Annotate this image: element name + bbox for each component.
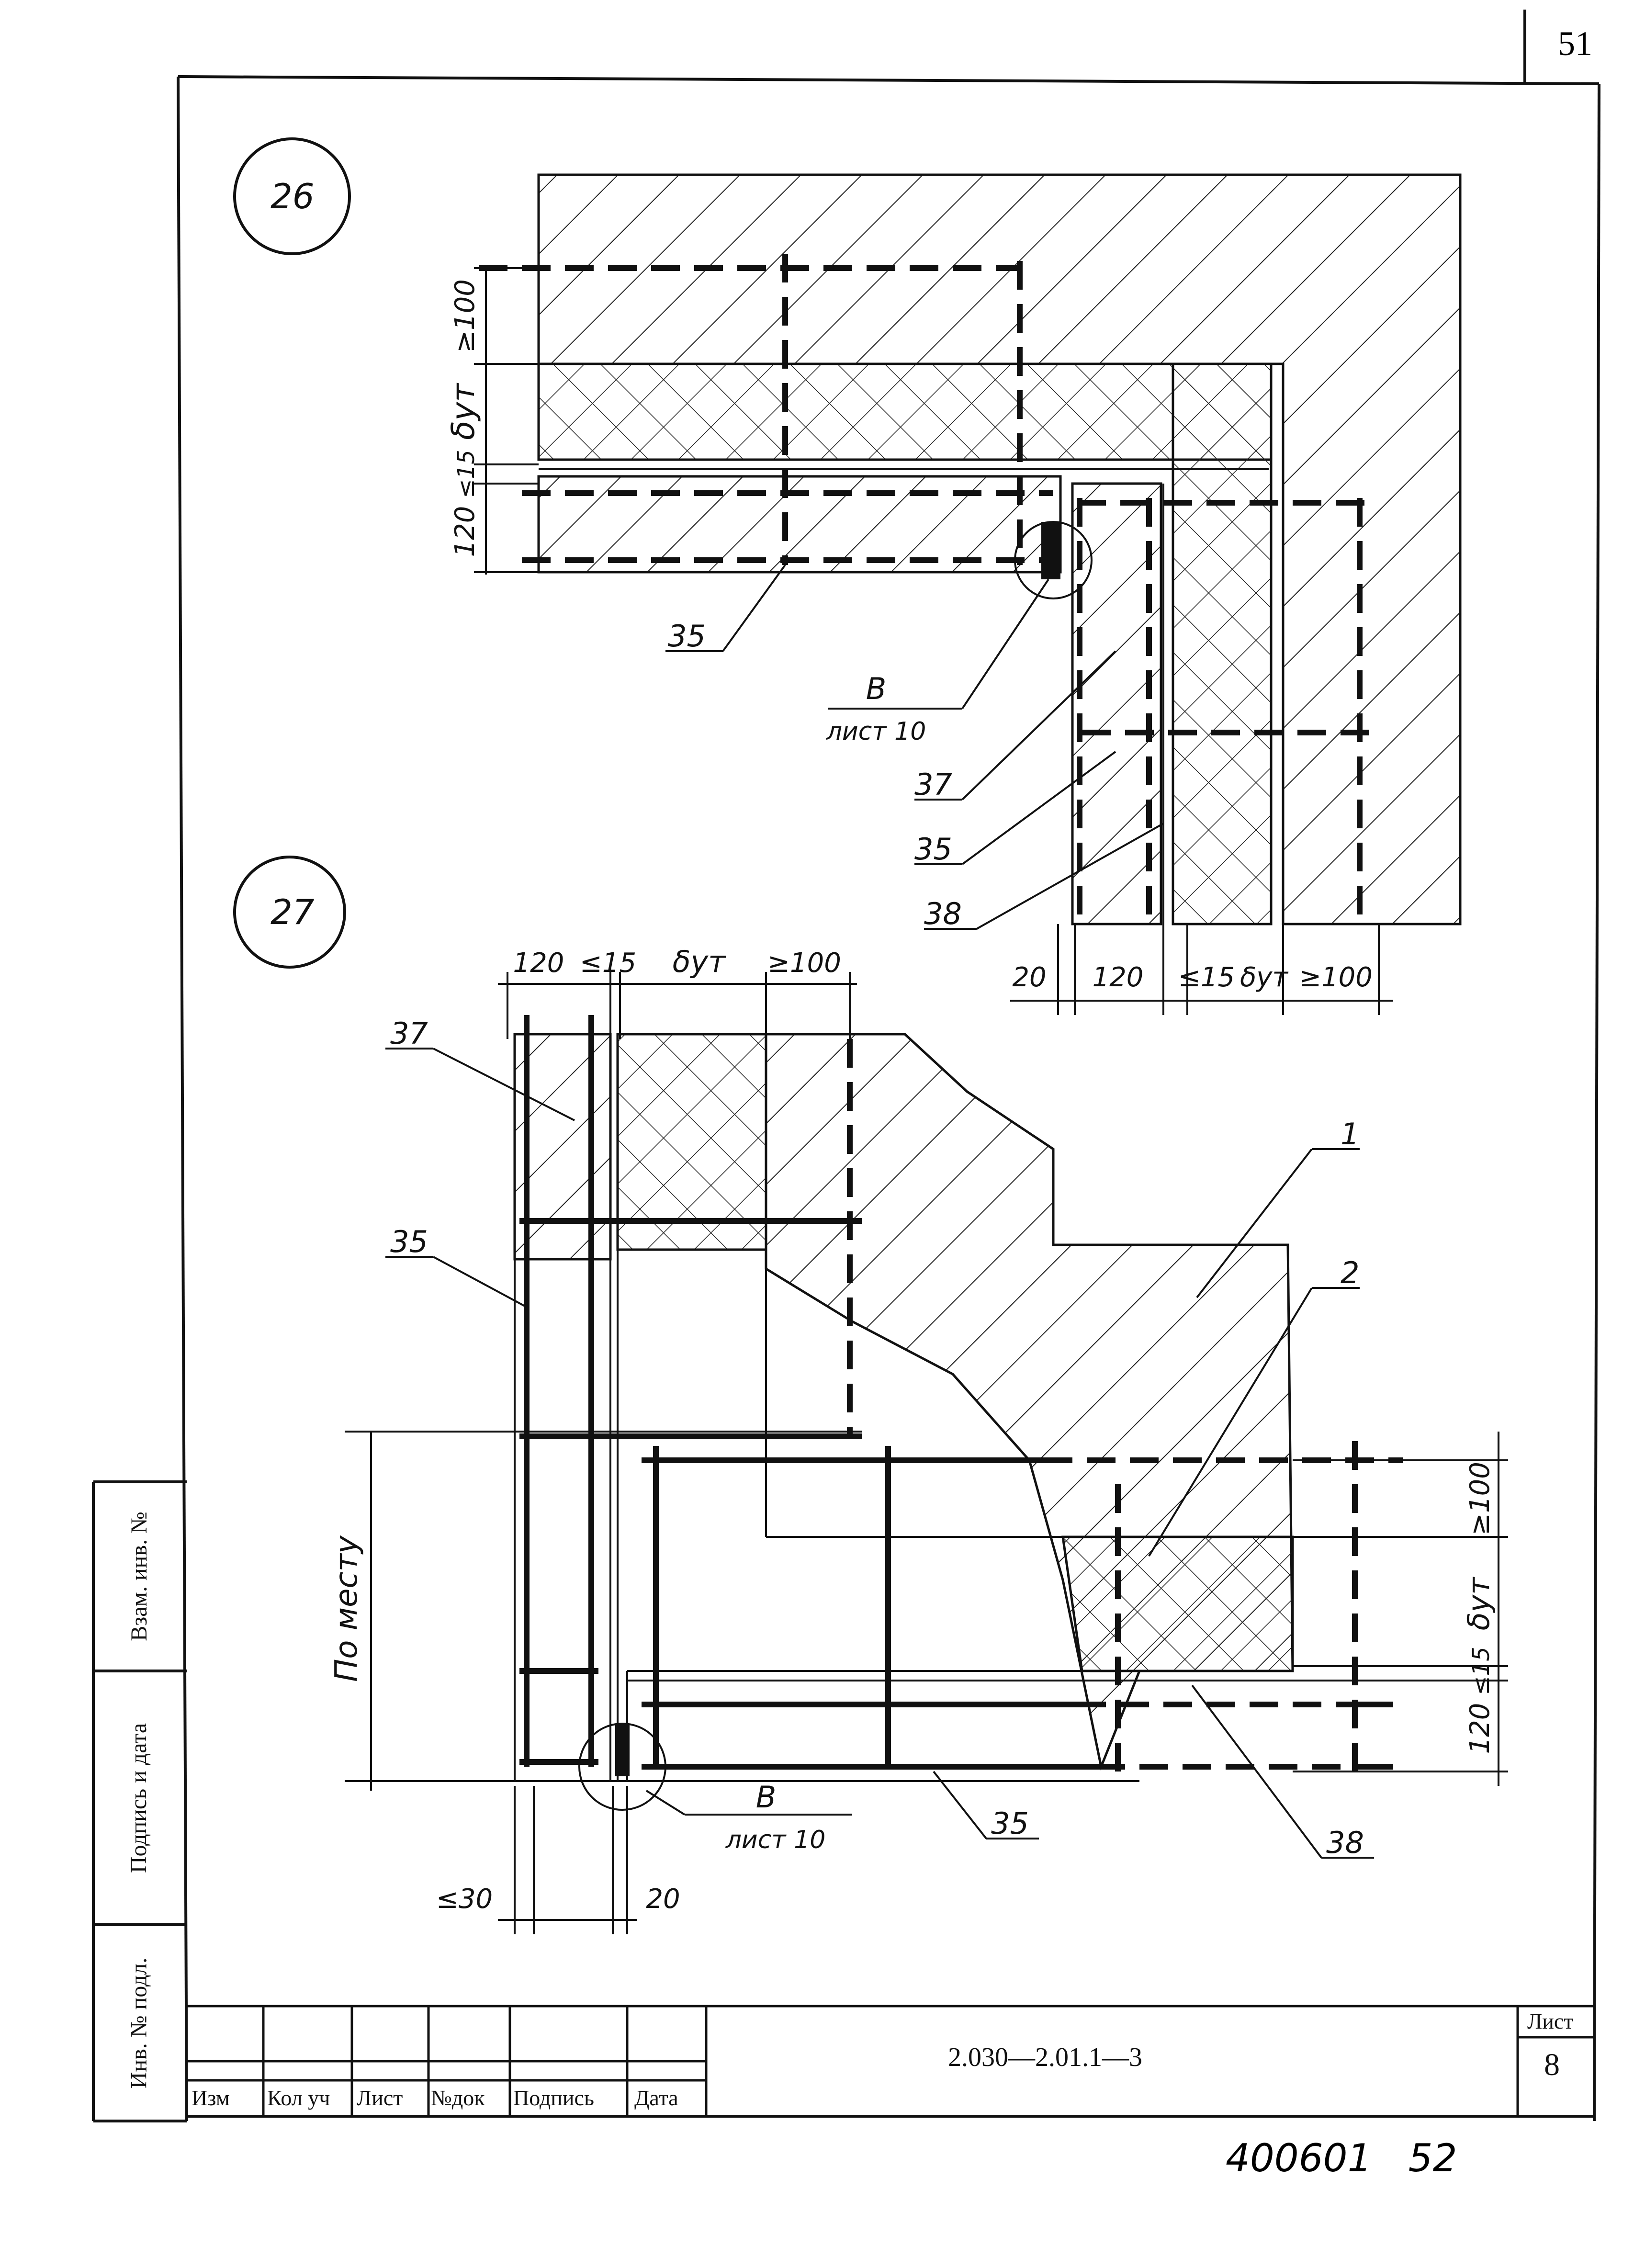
d26-dim-v2: δут xyxy=(445,383,482,440)
side-stamp-original-inv: Инв. № подл. xyxy=(126,1957,152,2088)
sheet-label: Лист xyxy=(1527,2009,1574,2033)
side-stamp-replacement: Взам. инв. № xyxy=(126,1512,152,1641)
detail-26-texts: 26 ≥100 δут ≤15 120 20 120 ≤15 δут ≥100 … xyxy=(270,176,1373,993)
d26-callout-35b: 35 xyxy=(914,832,952,867)
d26-ref-letter: B xyxy=(866,671,887,706)
d26-ref-sheet: лист 10 xyxy=(826,717,926,746)
d26-callout-37: 37 xyxy=(914,767,952,802)
detail-27-label: 27 xyxy=(270,892,315,932)
title-col-izm: Изм xyxy=(192,2086,230,2110)
d27-dim-right-4: 120 xyxy=(1465,1703,1496,1754)
title-col-data: Дата xyxy=(634,2086,678,2110)
document-designation: 2.030—2.01.1—3 xyxy=(948,2042,1142,2072)
title-col-podpis: Подпись xyxy=(513,2086,594,2110)
side-stamp-signature-date: Подпись и дата xyxy=(126,1723,152,1873)
d26-dim-v1: ≥100 xyxy=(450,279,481,353)
d27-dim-top-3: δут xyxy=(673,944,727,979)
d26-dim-h5: ≥100 xyxy=(1299,962,1373,993)
d26-dim-v4: 120 xyxy=(450,506,481,557)
d26-dim-h3: ≤15 xyxy=(1178,962,1235,993)
d27-callout-37: 37 xyxy=(390,1016,428,1051)
d26-dim-h4: δут xyxy=(1240,962,1288,993)
d27-callout-35b: 35 xyxy=(991,1806,1029,1841)
d27-dim-right-3: ≤15 xyxy=(1468,1647,1495,1695)
title-block xyxy=(187,2005,1594,2116)
d26-callout-35: 35 xyxy=(668,619,706,654)
d27-callout-38: 38 xyxy=(1326,1825,1364,1860)
page-number: 51 xyxy=(1558,24,1592,63)
detail-27-drawing xyxy=(233,856,1508,1934)
d27-ref-letter: B xyxy=(756,1780,777,1815)
d27-dim-bottom-left: ≤30 xyxy=(436,1884,493,1915)
d27-callout-2: 2 xyxy=(1341,1255,1359,1290)
d26-callout-38: 38 xyxy=(924,896,962,931)
sheet-frame xyxy=(92,10,1600,2122)
detail-26-drawing xyxy=(233,137,1462,1015)
detail-26-label: 26 xyxy=(270,176,315,216)
d27-dim-top-2: ≤15 xyxy=(580,948,636,979)
d27-ref-sheet: лист 10 xyxy=(725,1826,826,1854)
d26-dim-h1: 20 xyxy=(1012,962,1046,993)
title-col-ndok: №док xyxy=(431,2086,485,2110)
d27-dim-right-1: ≥100 xyxy=(1465,1462,1496,1535)
d27-callout-1: 1 xyxy=(1341,1117,1359,1151)
detail-27-texts: 27 120 ≤15 δут ≥100 ≥100 δут ≤15 120 По … xyxy=(270,892,1496,1915)
title-col-kol: Кол уч xyxy=(267,2086,330,2110)
d27-dim-top-4: ≥100 xyxy=(767,948,841,979)
d27-dim-right-2: δут xyxy=(1461,1577,1496,1631)
d27-callout-35: 35 xyxy=(390,1224,428,1259)
title-col-list: Лист xyxy=(357,2086,403,2110)
d26-dim-v3: ≤15 xyxy=(453,450,480,498)
d26-dim-h2: 120 xyxy=(1093,962,1144,993)
sheet-number: 8 xyxy=(1544,2047,1560,2082)
sheet-stamp: 400601 52 xyxy=(1226,2136,1457,2180)
d27-dim-bottom-right: 20 xyxy=(646,1884,680,1915)
d27-dim-left-vertical: По месту xyxy=(329,1535,364,1682)
d27-dim-top-1: 120 xyxy=(513,948,564,979)
